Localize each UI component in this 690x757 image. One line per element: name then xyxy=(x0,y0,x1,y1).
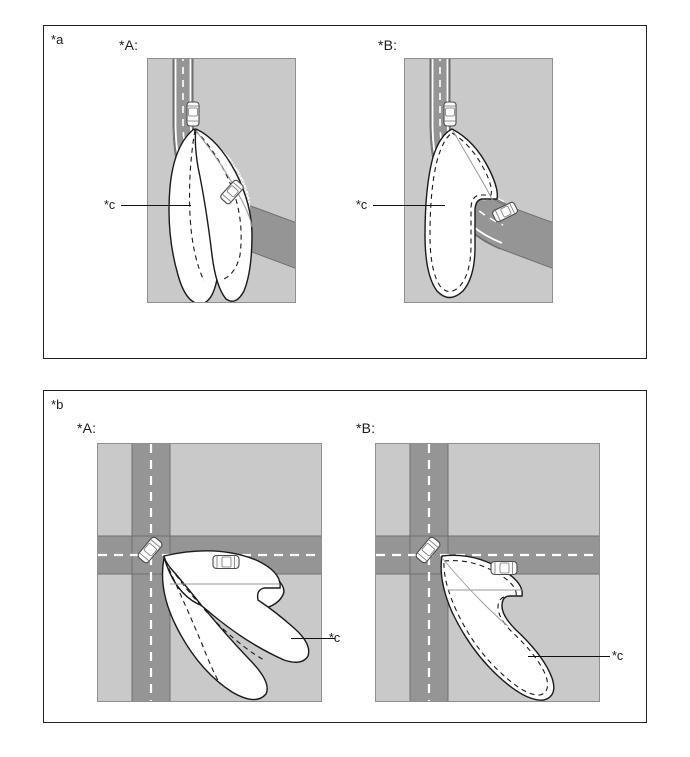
section-a-box xyxy=(43,25,647,359)
callout-b-A-label: *c xyxy=(329,631,341,645)
callout-b-B-label: *c xyxy=(612,649,624,663)
panel-a-B-tag: *B: xyxy=(378,37,398,53)
scene-intersection-case-B xyxy=(375,443,600,702)
callout-a-A-label: *c xyxy=(104,198,116,212)
callout-a-A-leader xyxy=(121,205,191,206)
host-vehicle-icon xyxy=(137,536,163,564)
curve-case-A-graphic xyxy=(148,59,295,302)
curve-case-B-graphic xyxy=(405,59,552,302)
host-vehicle-icon xyxy=(443,101,457,127)
target-vehicle-icon xyxy=(490,560,518,576)
section-a-tag: *a xyxy=(51,32,64,47)
scene-curve-case-A xyxy=(147,58,296,303)
target-vehicle-icon xyxy=(492,201,518,223)
section-b-tag: *b xyxy=(51,397,64,412)
scene-intersection-case-A xyxy=(97,443,322,702)
callout-a-B-leader xyxy=(373,205,445,206)
callout-a-B-label: *c xyxy=(356,198,368,212)
intersection-case-A-graphic xyxy=(98,444,321,701)
panel-b-A-tag: *A: xyxy=(77,420,97,436)
scene-curve-case-B xyxy=(404,58,553,303)
callout-b-A-leader xyxy=(291,638,335,639)
host-vehicle-icon xyxy=(186,101,200,127)
host-vehicle-icon xyxy=(415,536,441,564)
panel-a-A-tag: *A: xyxy=(119,37,139,53)
intersection-case-B-graphic xyxy=(376,444,599,701)
panel-b-B-tag: *B: xyxy=(356,420,376,436)
callout-b-B-leader xyxy=(528,656,610,657)
target-vehicle-icon xyxy=(212,554,240,570)
target-vehicle-icon xyxy=(220,179,244,205)
